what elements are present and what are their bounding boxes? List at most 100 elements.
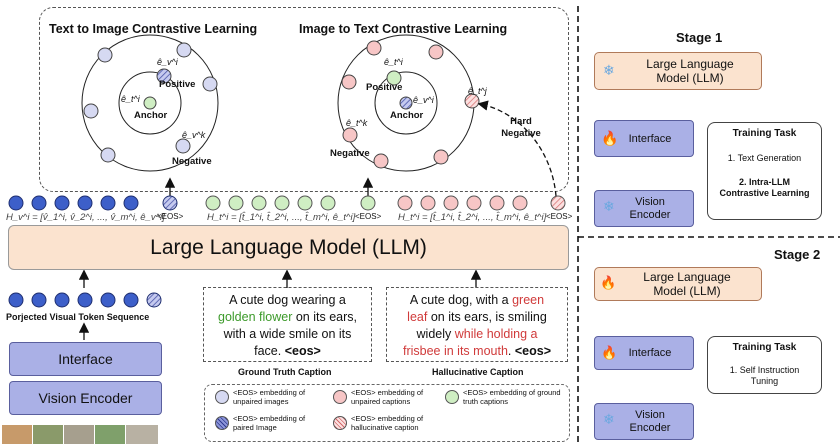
legend-swatch [333,416,347,430]
t2i-node [100,147,116,163]
legend-item: <EOS> embedding of hallucinative caption [351,414,424,432]
visual-token [77,195,93,211]
legend-item: <EOS> embedding of unpaired images [233,388,306,406]
stage1-task-title: Training Task [732,128,797,139]
projected-token [77,292,93,308]
stage1-vision-encoder-block: ❄ Vision Encoder [594,190,694,227]
gt-token [205,195,221,211]
gt-token [274,195,290,211]
stage2-vision-encoder-block: ❄ Vision Encoder [594,403,694,440]
halluc-text: A cute dog, with a [409,293,509,307]
i2t-hard-sym: ê_t^j [468,86,487,96]
t2i-outer-ring [81,34,219,172]
gt-token-row [205,195,376,211]
t2i-inner-ring [118,71,182,135]
halluc-highlight: leaf [407,310,428,324]
vision-encoder-label: Vision Encoder [38,390,133,406]
t2i-anchor-sym: ê_t^i [121,94,140,104]
projected-token-label: Porjected Visual Token Sequence [6,312,150,322]
halluc-token [443,195,459,211]
legend-item: <EOS> embedding of unpaired captions [351,388,424,406]
i2t-inner-ring [374,71,438,135]
i2t-anchor-node [399,96,413,110]
t2i-positive-sym: ê_v^i [157,57,178,67]
gt-caption-label: Ground Truth Caption [238,367,332,377]
legend-swatch [215,416,229,430]
halluc-text: on its ears, is smiling [430,310,547,324]
gt-token [228,195,244,211]
i2t-title: Image to Text Contrastive Learning [299,22,508,36]
i2t-negative-label: Negative [330,148,370,159]
halluc-formula: H_t^i = [t̂_1^i, t̂_2^i, ..., t̂_m^i, ê_… [398,212,547,223]
halluc-text: widely [416,327,452,341]
input-image-thumb [33,425,63,444]
projected-token [123,292,139,308]
gt-token [297,195,313,211]
stage1-task-box: Training Task 1. Text Generation 2. Intr… [707,122,822,220]
gt-formula: H_t^i = [t̂_1^i, t̂_2^i, ..., t̂_m^i, ê_… [207,212,356,223]
input-image-thumb [126,425,158,444]
projected-token [31,292,47,308]
i2t-node [373,153,389,169]
visual-token-row [8,195,178,211]
halluc-caption-box: A cute dog, with a green leaf on its ear… [386,287,568,362]
gt-highlight: golden flower [218,310,293,324]
stage2-task-1: 1. Self Instruction Tuning [729,365,800,386]
visual-token [31,195,47,211]
i2t-node [428,44,444,60]
t2i-anchor-label: Anchor [134,110,168,121]
visual-token [100,195,116,211]
stage2-interface-block: 🔥 Interface [594,336,694,370]
projected-token [100,292,116,308]
snowflake-icon: ❄ [603,411,615,427]
legend-swatch [215,390,229,404]
i2t-node [433,149,449,165]
legend: <EOS> embedding of unpaired images <EOS>… [204,384,570,442]
halluc-eos-text: <eos> [514,344,552,358]
halluc-text: . [507,344,512,358]
visual-token [54,195,70,211]
t2i-title: Text to Image Contrastive Learning [49,22,258,36]
fire-icon: 🔥 [600,275,617,290]
visual-formula: H_v^i = [v̂_1^i, v̂_2^i, ..., v̂_m^i, ê_… [6,212,165,223]
stage2-task-title: Training Task [732,342,797,353]
t2i-positive-label: Positive [159,79,196,90]
halluc-highlight: frisbee in its mouth [402,344,508,358]
gt-text: on its ears, [295,310,357,324]
snowflake-icon: ❄ [603,198,615,214]
stage1-llm-block: ❄ Large Language Model (LLM) [594,52,762,90]
gt-token [320,195,336,211]
legend-swatch [333,390,347,404]
projected-token [8,292,24,308]
i2t-anchor-label: Anchor [390,110,424,121]
stage1-interface-label: Interface [628,132,672,145]
halluc-caption-label: Hallucinative Caption [432,367,524,377]
stage1-llm-label: Large Language Model (LLM) [646,57,734,85]
stage1-task-1: 1. Text Generation [727,153,802,163]
i2t-hard-negative-node [464,93,480,109]
projected-token-row [8,292,162,308]
visual-token [8,195,24,211]
stage2-llm-label: Large Language Model (LLM) [643,270,731,298]
stage2-interface-label: Interface [628,347,672,359]
gt-caption-box: A cute dog wearing a golden flower on it… [203,287,372,362]
t2i-node [202,76,218,92]
llm-main-label: Large Language Model (LLM) [150,235,427,259]
t2i-anchor-node [143,96,157,110]
stage1-task-2: 2. Intra-LLM Contrastive Learning [719,177,810,198]
i2t-negative-sym: ê_t^k [346,118,368,128]
i2t-node [366,40,382,56]
halluc-highlight: while holding a [454,327,538,341]
hard-negative-arrow [477,100,557,197]
halluc-token [512,195,528,211]
fire-icon: 🔥 [601,130,619,146]
t2i-positive-node [156,68,172,84]
stage1-vision-encoder-label: Vision Encoder [629,195,671,221]
t2i-node [83,103,99,119]
stage2-title: Stage 2 [774,247,821,262]
visual-eos-token [162,195,178,211]
vision-encoder-block: Vision Encoder [9,381,162,415]
halluc-token [397,195,413,211]
stage1-interface-block: 🔥 Interface [594,120,694,157]
